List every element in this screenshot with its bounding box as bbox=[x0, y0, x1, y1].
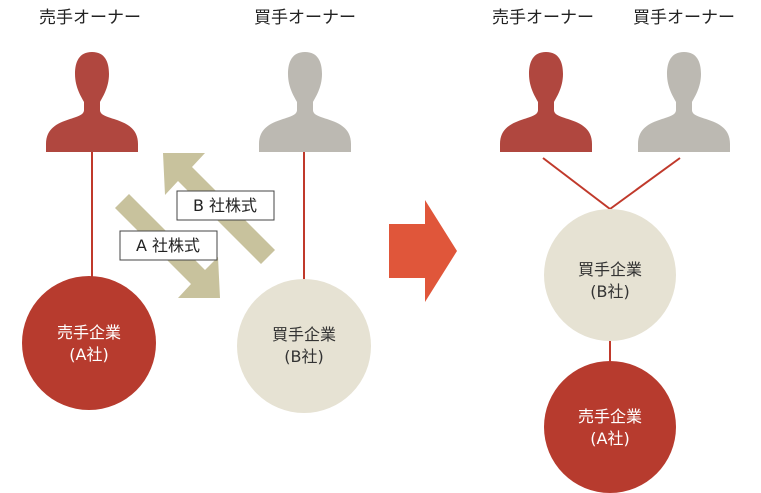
left-buyer-owner-label: 買手オーナー bbox=[254, 8, 356, 28]
seller-company-circle bbox=[22, 276, 156, 410]
right-buyer-owner-person-icon bbox=[638, 52, 730, 152]
buyer-company-code: (B社) bbox=[284, 347, 323, 366]
right-buyer-company-circle bbox=[544, 209, 676, 341]
right-buyer-link-line bbox=[609, 157, 681, 210]
right-seller-link-line bbox=[542, 157, 611, 210]
right-buyer-company-name: 買手企業 bbox=[578, 260, 642, 279]
left-seller-owner-label: 売手オーナー bbox=[39, 8, 141, 28]
right-seller-owner-label: 売手オーナー bbox=[492, 8, 594, 28]
share-a-label-box bbox=[119, 230, 218, 261]
right-seller-company-code: (A社) bbox=[590, 429, 629, 448]
buyer-company-name: 買手企業 bbox=[272, 325, 336, 344]
right-buyer-owner-label: 買手オーナー bbox=[633, 8, 735, 28]
transition-arrow-icon bbox=[389, 200, 457, 302]
share-b-label: B 社株式 bbox=[193, 196, 257, 215]
seller-company-code: (A社) bbox=[69, 345, 108, 364]
buyer-owner-person-icon bbox=[259, 52, 351, 152]
right-seller-company-circle bbox=[544, 361, 676, 493]
right-buyer-company-code: (B社) bbox=[590, 282, 629, 301]
seller-owner-person-icon bbox=[46, 52, 138, 152]
share-a-label: A 社株式 bbox=[136, 236, 200, 255]
seller-company-name: 売手企業 bbox=[57, 323, 121, 342]
share-b-label-box bbox=[176, 190, 275, 221]
right-seller-owner-person-icon bbox=[500, 52, 592, 152]
right-seller-company-name: 売手企業 bbox=[578, 407, 642, 426]
buyer-company-circle bbox=[237, 279, 371, 413]
